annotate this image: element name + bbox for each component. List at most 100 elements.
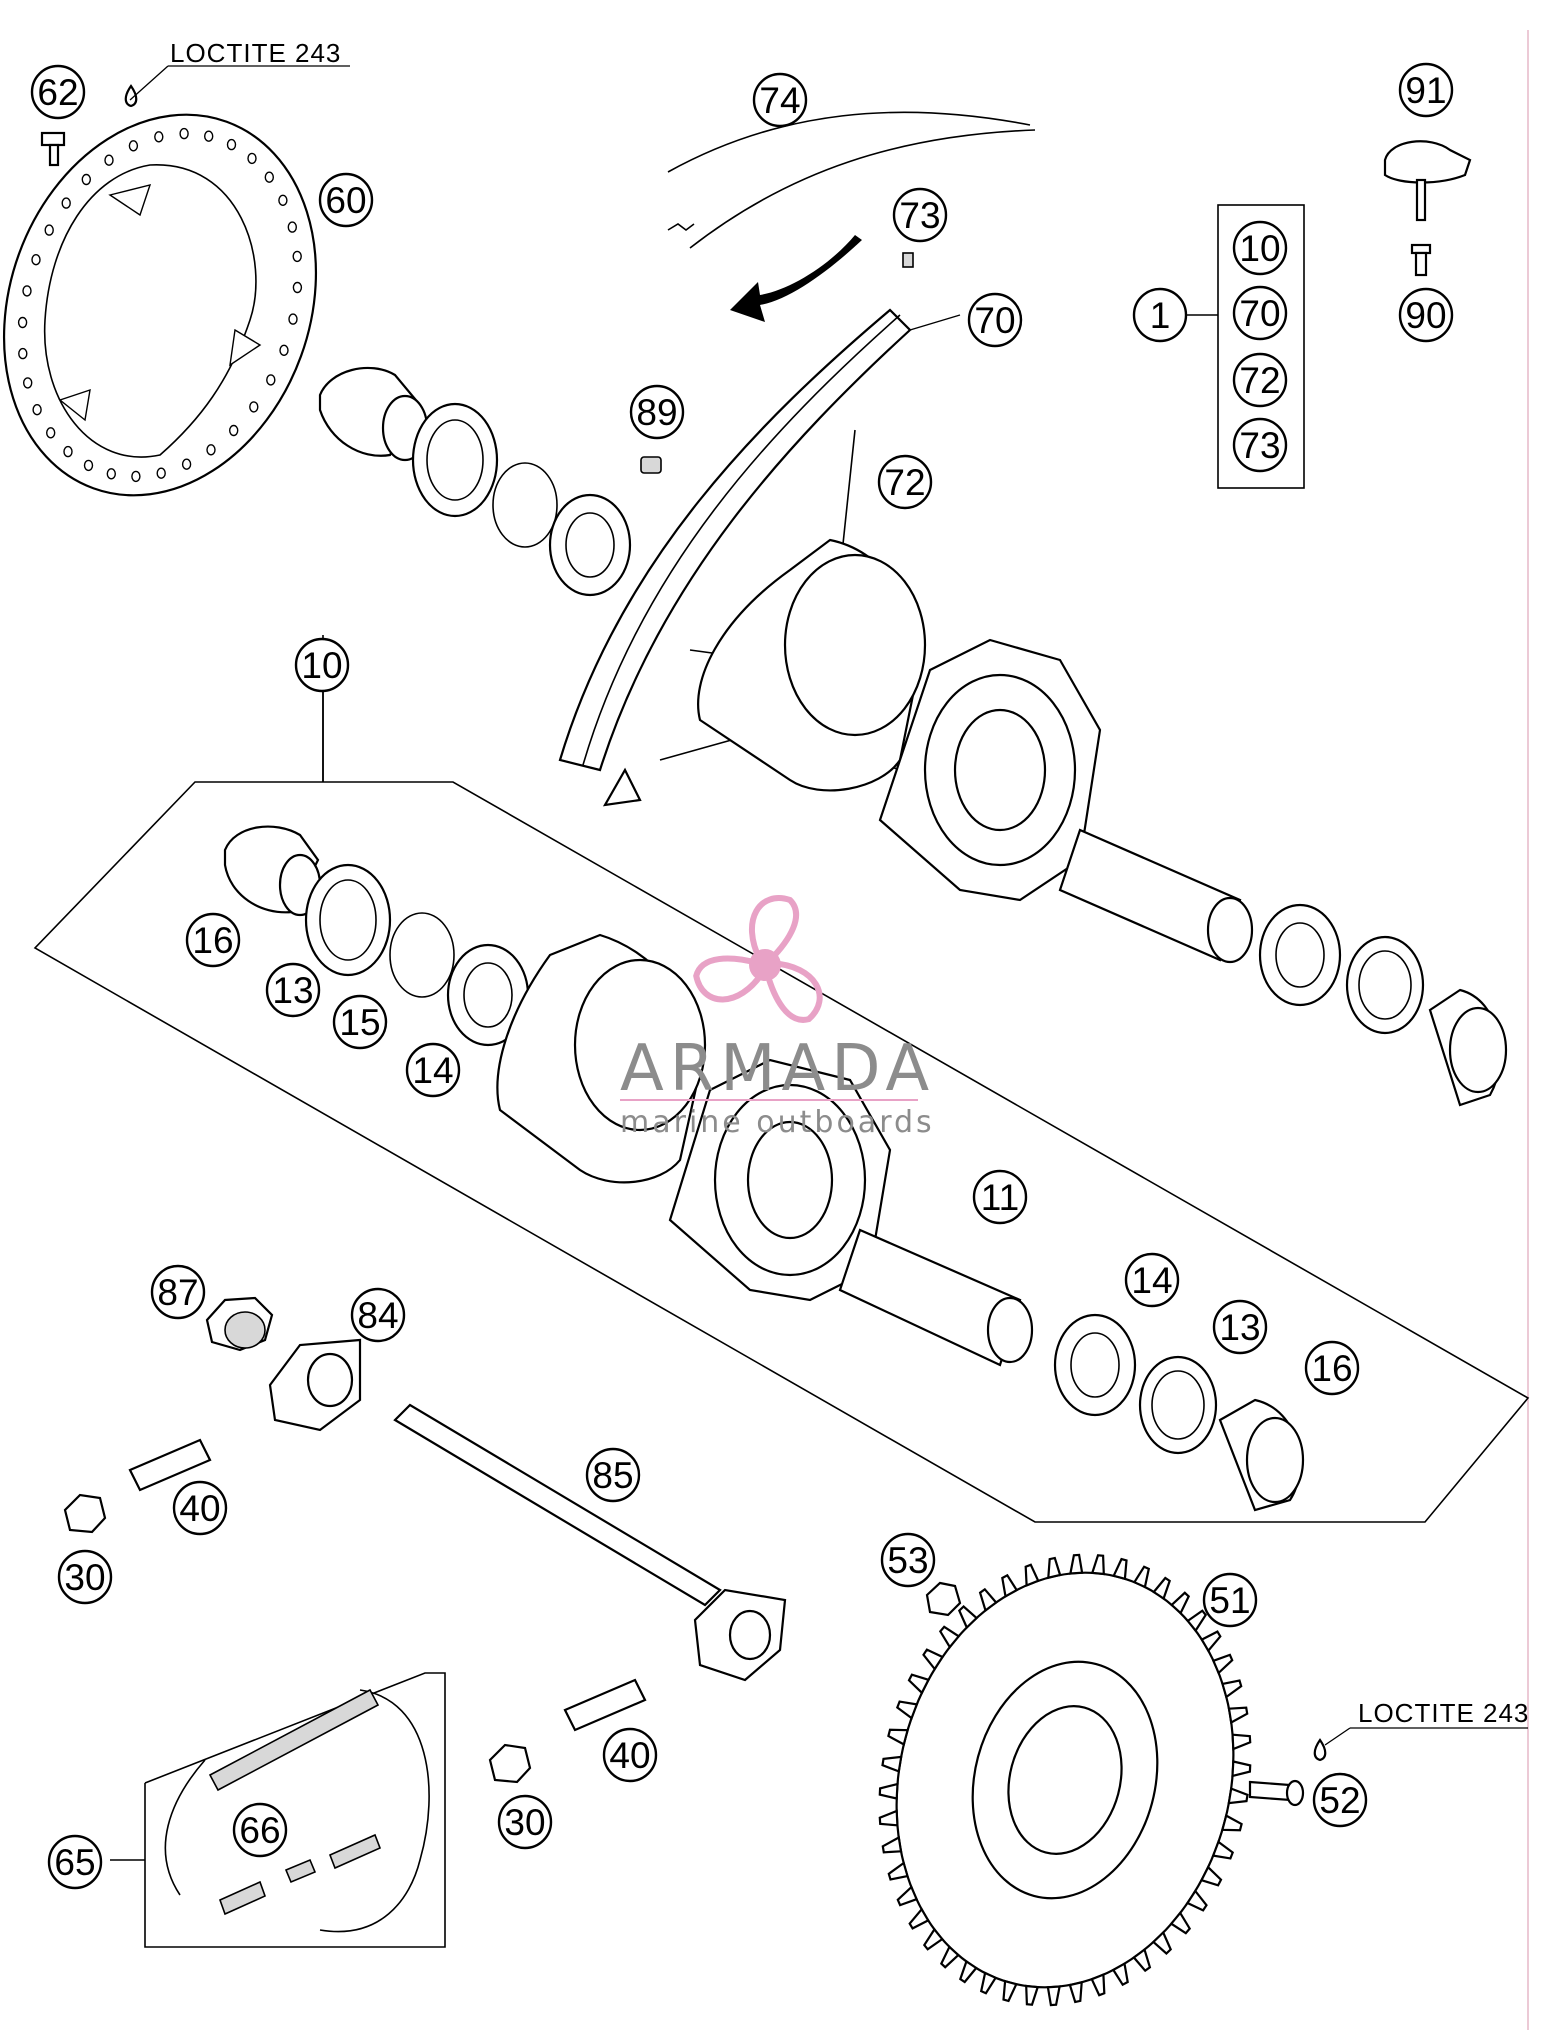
- disc-hole: [156, 467, 166, 479]
- disc-hole: [247, 152, 257, 165]
- rim: [558, 308, 961, 807]
- callout-label: 10: [301, 645, 342, 686]
- callout-c91: 91: [1398, 62, 1454, 118]
- disc-hole: [31, 254, 41, 266]
- callout-label: 14: [1131, 1260, 1172, 1301]
- sprocket-tooth: [896, 1885, 919, 1907]
- sprocket-tooth: [1151, 1930, 1173, 1955]
- sprocket-tooth: [1211, 1653, 1234, 1675]
- spacer-upper-right: [1428, 988, 1508, 1107]
- sprocket-tooth: [1231, 1760, 1252, 1778]
- callout-c14a: 14: [405, 1042, 461, 1098]
- sprocket-tooth: [908, 1907, 930, 1930]
- callout-c84: 84: [350, 1287, 406, 1343]
- callout-label: 13: [272, 970, 313, 1011]
- sprocket-tooth: [922, 1927, 944, 1951]
- callout-circle: [1398, 287, 1454, 343]
- callout-circle: [318, 172, 374, 228]
- callout-c16a: 16: [185, 912, 241, 968]
- sprocket-tooth: [1112, 1557, 1128, 1581]
- disc-holes: [17, 127, 303, 483]
- callout-label: 89: [636, 392, 677, 433]
- disc-hole: [128, 140, 139, 152]
- disc-hole: [61, 197, 71, 209]
- callout-c40a: 40: [172, 1480, 228, 1536]
- callout-c72a: 72: [877, 454, 933, 510]
- callout-c13b: 13: [1212, 1299, 1268, 1355]
- callout-c14b: 14: [1124, 1252, 1180, 1308]
- sprocket-tooth: [938, 1625, 961, 1649]
- axle-nut: [205, 1296, 274, 1352]
- sprocket-tooth: [895, 1700, 919, 1720]
- sprocket-tooth: [1068, 1980, 1083, 2004]
- sprocket-tooth: [881, 1835, 903, 1854]
- callout-circle: [350, 1287, 406, 1343]
- sprocket-tooth: [878, 1809, 899, 1827]
- callout-c51: 51: [1202, 1572, 1258, 1628]
- rim-lock: [1383, 140, 1472, 222]
- callout-c70a: 70: [967, 292, 1023, 348]
- bearing-upper-left: [548, 493, 632, 597]
- callout-label: 14: [412, 1050, 453, 1091]
- callout-label: 30: [504, 1802, 545, 1843]
- disc-hole: [104, 154, 114, 166]
- chain: [208, 1688, 382, 1916]
- callout-c89: 89: [629, 384, 685, 440]
- sprocket-tooth: [1111, 1961, 1129, 1987]
- watermark: ARMADA marine outboards: [620, 895, 932, 1140]
- sprocket-tooth: [1090, 1973, 1106, 1997]
- propeller-blade: [748, 895, 799, 963]
- sprocket-tooth: [979, 1971, 998, 1995]
- disc-hole: [279, 344, 289, 356]
- seal-lower-left: [304, 863, 392, 977]
- disc-hole: [32, 404, 42, 416]
- callout-label: 70: [974, 300, 1015, 341]
- seal-upper-right: [1345, 935, 1425, 1035]
- disc-hole: [288, 313, 298, 325]
- sprocket-tooth: [1227, 1787, 1249, 1805]
- disc-hole: [203, 130, 214, 142]
- callout-c66: 66: [232, 1802, 288, 1858]
- hub-upper: [697, 538, 1102, 902]
- bearing-lower-right: [1053, 1313, 1137, 1417]
- hub-lower: [496, 933, 892, 1302]
- disc-hole: [18, 347, 28, 360]
- disc-hole: [264, 171, 274, 183]
- rim-lock-bolt: [1410, 243, 1432, 277]
- spacer-lower-left: [223, 825, 322, 917]
- sprocket-tooth: [939, 1945, 960, 1969]
- callout-label: 70: [1239, 293, 1280, 334]
- callout-circle: [1232, 417, 1288, 473]
- callout-circle: [30, 64, 86, 120]
- chain-adjuster-left: [268, 1338, 362, 1432]
- callout-label: 11: [981, 1177, 1019, 1218]
- callout-label: 85: [592, 1455, 633, 1496]
- callout-circle: [1232, 352, 1288, 408]
- callout-c60: 60: [318, 172, 374, 228]
- disc-hole: [46, 427, 56, 439]
- callout-label: 1: [1150, 295, 1171, 336]
- disc-hole: [23, 377, 33, 389]
- sprocket-tooth: [1025, 1984, 1040, 2006]
- rotation-arrow-icon: [730, 235, 862, 322]
- callout-circle: [1312, 1772, 1368, 1828]
- callout-c15: 15: [332, 994, 388, 1050]
- disc-hole: [179, 127, 189, 140]
- sprocket-tooth: [1090, 1554, 1105, 1576]
- kit-bracket: [1185, 204, 1305, 489]
- disc-hole: [63, 445, 73, 458]
- sprocket-tooth: [878, 1782, 899, 1800]
- callout-label: 72: [884, 462, 925, 503]
- sprocket-tooth: [907, 1673, 931, 1695]
- spacer-tube-lower: [838, 1228, 1034, 1367]
- disc-hole: [131, 470, 141, 483]
- callout-circle: [1232, 285, 1288, 341]
- callout-circle: [265, 962, 321, 1018]
- callout-label: 53: [887, 1540, 928, 1581]
- disc-hole: [106, 468, 117, 480]
- callout-label: 15: [339, 1002, 380, 1043]
- rim-tape: [667, 111, 1036, 249]
- disc-hole: [181, 458, 192, 470]
- loctite-drop-icon: [124, 65, 350, 108]
- callout-circle: [880, 1532, 936, 1588]
